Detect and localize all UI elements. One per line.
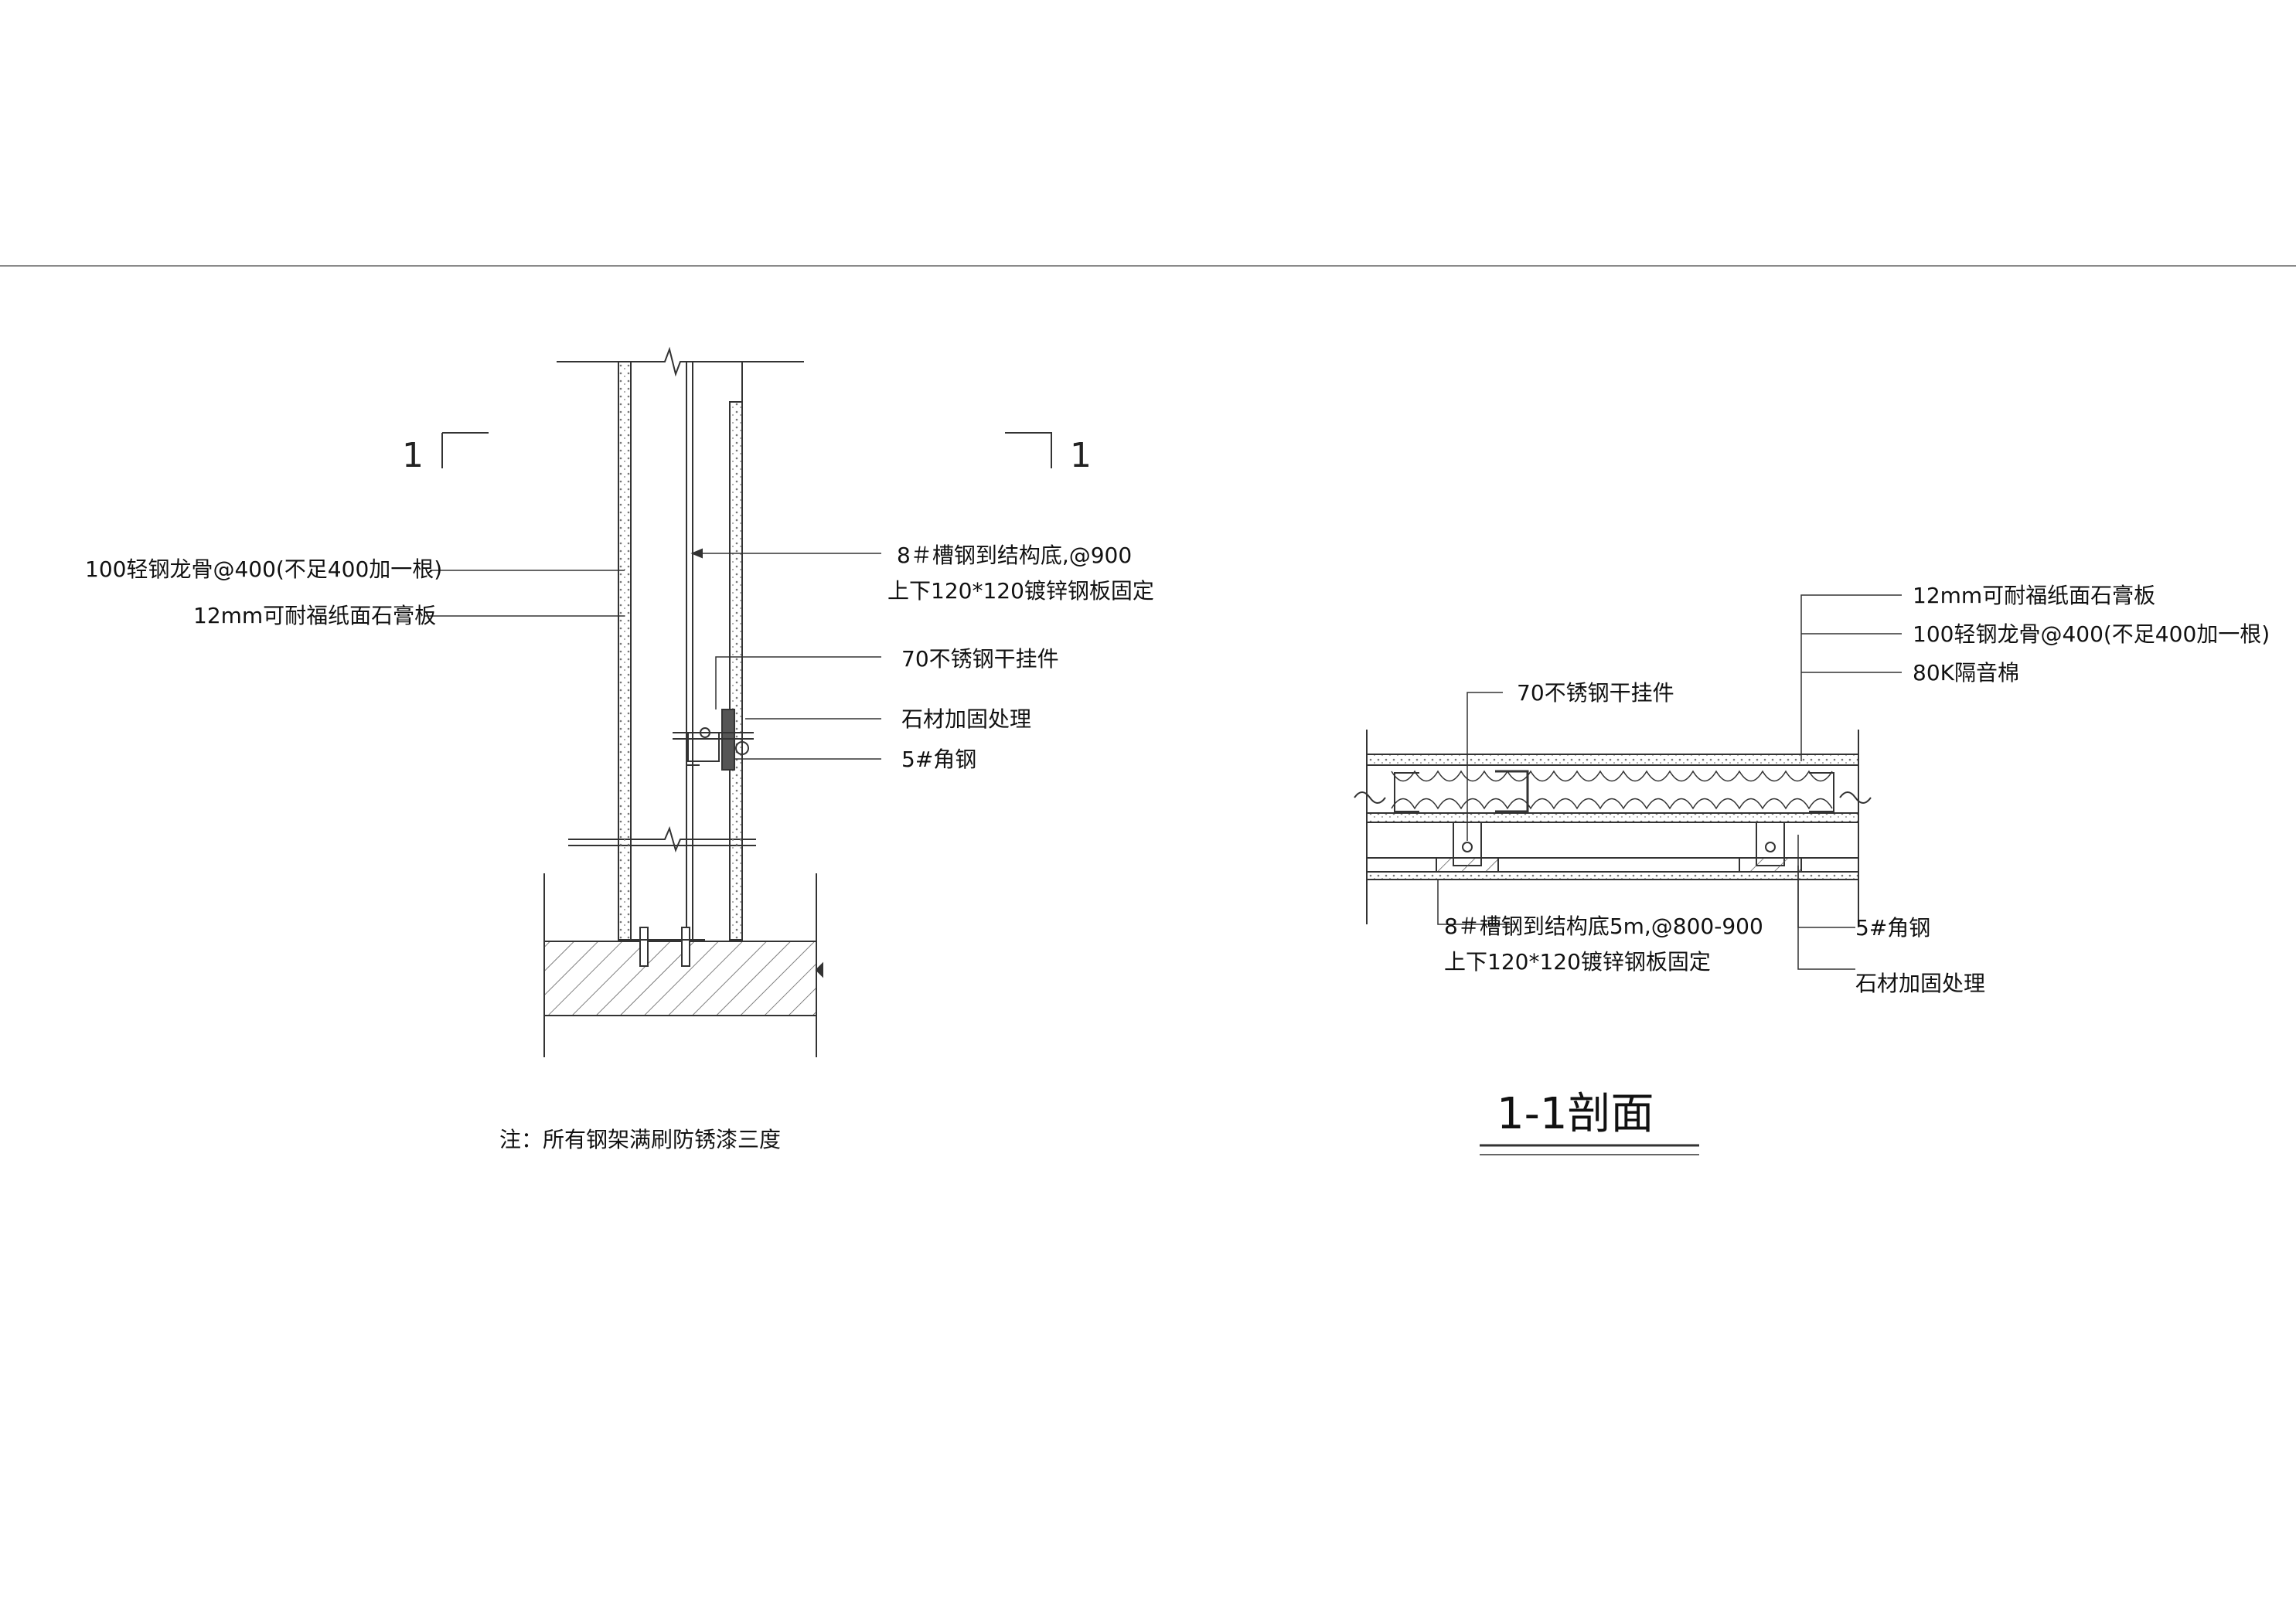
label-channel-steel-left-2: 上下120*120镀锌钢板固定 (887, 578, 1154, 604)
note-rust-paint: 注：所有钢架满刷防锈漆三度 (499, 1127, 781, 1152)
label-insulation-right: 80K隔音棉 (1913, 660, 2019, 686)
label-light-steel-keel-left: 100轻钢龙骨@400(不足400加一根) (85, 556, 442, 582)
label-stone-reinforcement-right: 石材加固处理 (1855, 971, 1985, 996)
label-gypsum-board-right: 12mm可耐福纸面石膏板 (1913, 583, 2155, 608)
label-stainless-hanger-right: 70不锈钢干挂件 (1517, 680, 1674, 706)
label-channel-steel-right-1: 8＃槽钢到结构底5m,@800-900 (1444, 914, 1763, 939)
label-channel-steel-right-2: 上下120*120镀锌钢板固定 (1444, 949, 1711, 975)
left-wall-section (424, 346, 881, 1057)
right-plan-section (1354, 594, 1902, 970)
section-number-right: 1 (1070, 436, 1092, 475)
label-stainless-hanger-left: 70不锈钢干挂件 (901, 646, 1059, 672)
label-gypsum-board-left: 12mm可耐福纸面石膏板 (193, 603, 436, 628)
label-light-steel-keel-right: 100轻钢龙骨@400(不足400加一根) (1913, 621, 2270, 647)
label-channel-steel-left-1: 8＃槽钢到结构底,@900 (897, 543, 1132, 568)
label-angle-steel-right: 5#角钢 (1855, 915, 1930, 941)
section-title: 1-1剖面 (1497, 1089, 1654, 1139)
section-number-left: 1 (402, 436, 424, 475)
section-mark-left (441, 432, 489, 468)
label-stone-reinforcement-left: 石材加固处理 (901, 706, 1031, 732)
section-mark-right (1005, 432, 1052, 468)
label-angle-steel-left: 5#角钢 (901, 747, 976, 772)
